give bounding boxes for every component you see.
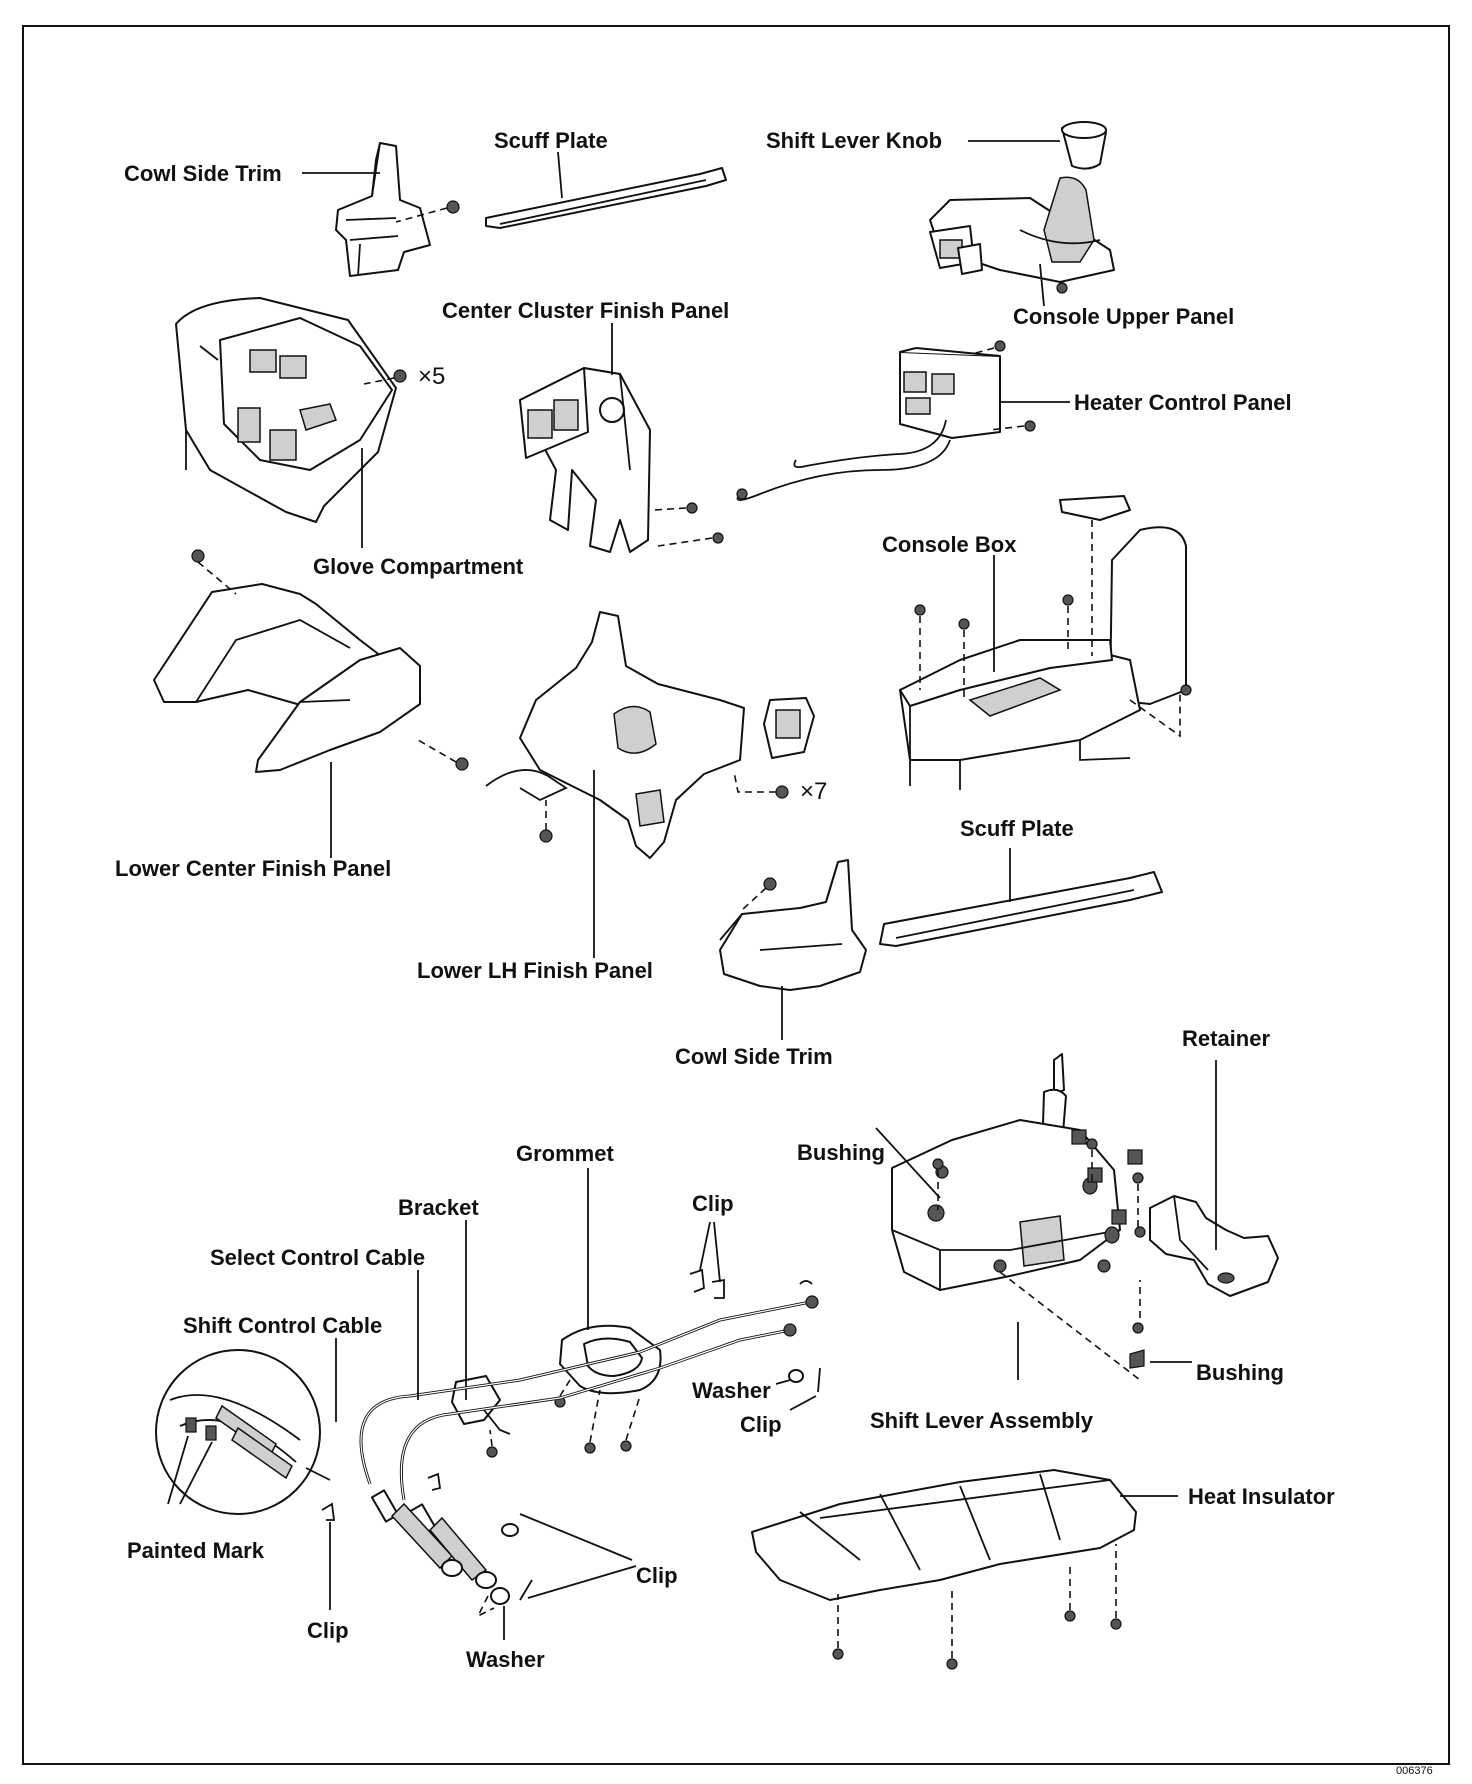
- heater-control-panel-part: [736, 340, 1036, 501]
- label-washer-bottom: Washer: [466, 1647, 545, 1672]
- painted-mark-inset: [155, 1349, 331, 1515]
- cowl-side-trim-bottom-part: [719, 859, 867, 991]
- label-cowl-side-trim-bottom: Cowl Side Trim: [675, 1044, 833, 1069]
- scuff-plate-top-part: [485, 167, 727, 229]
- label-heat-insulator: Heat Insulator: [1188, 1484, 1335, 1509]
- label-shift-control-cable: Shift Control Cable: [183, 1313, 383, 1338]
- label-shift-lever-assembly: Shift Lever Assembly: [870, 1408, 1093, 1433]
- multiplier-lh-panel-screws: ×7: [800, 778, 828, 805]
- lower-center-finish-panel-part: [153, 549, 469, 773]
- label-retainer: Retainer: [1182, 1026, 1271, 1051]
- label-lower-lh-finish-panel: Lower LH Finish Panel: [417, 958, 653, 983]
- label-console-box: Console Box: [882, 532, 1017, 557]
- label-bracket: Bracket: [398, 1195, 479, 1220]
- clip-washer-bottom-part: [427, 1472, 533, 1618]
- multiplier-glove-screws: ×5: [418, 363, 446, 390]
- label-heater-control-panel: Heater Control Panel: [1074, 390, 1292, 415]
- label-center-cluster-finish-panel: Center Cluster Finish Panel: [442, 298, 730, 323]
- clip-top-part: [689, 1268, 725, 1299]
- clip-lower-left-part: [321, 1502, 336, 1521]
- console-box-part: [899, 495, 1192, 790]
- scuff-plate-bottom-part: [879, 871, 1163, 947]
- retainer-part: [1149, 1195, 1279, 1297]
- label-clip-top: Clip: [692, 1191, 734, 1216]
- label-glove-compartment: Glove Compartment: [313, 554, 524, 579]
- label-scuff-plate-top: Scuff Plate: [494, 128, 608, 153]
- label-grommet: Grommet: [516, 1141, 614, 1166]
- label-bushing-right: Bushing: [1196, 1360, 1284, 1385]
- figure-code: 006376: [1396, 1765, 1433, 1777]
- diagram-frame: [22, 25, 1450, 1765]
- console-upper-panel-part: [929, 176, 1115, 294]
- control-cables-part: [359, 1280, 819, 1589]
- label-lower-center-finish-panel: Lower Center Finish Panel: [115, 856, 392, 881]
- label-console-upper-panel: Console Upper Panel: [1013, 304, 1235, 329]
- center-cluster-finish-panel-part: [519, 367, 724, 553]
- cowl-side-trim-top-part: [335, 142, 460, 277]
- label-painted-mark: Painted Mark: [127, 1538, 264, 1563]
- label-select-control-cable: Select Control Cable: [210, 1245, 426, 1270]
- shift-lever-knob-part: [1061, 121, 1107, 170]
- lower-lh-finish-panel-part: [485, 611, 815, 859]
- label-clip-right: Clip: [740, 1412, 782, 1437]
- bushing-right-part: [1129, 1322, 1145, 1369]
- label-clip-lower-left: Clip: [307, 1618, 349, 1643]
- glove-compartment-part: [175, 297, 407, 523]
- label-shift-lever-knob: Shift Lever Knob: [766, 128, 943, 153]
- grommet-part: [554, 1324, 662, 1454]
- label-washer-right: Washer: [692, 1378, 771, 1403]
- heat-insulator-part: [751, 1469, 1137, 1670]
- label-bushing-top: Bushing: [797, 1140, 885, 1165]
- label-scuff-plate-bottom: Scuff Plate: [960, 816, 1074, 841]
- shift-lever-assembly-part: [891, 1053, 1146, 1381]
- label-cowl-side-trim-top: Cowl Side Trim: [124, 161, 282, 186]
- washer-clip-right-part: [788, 1367, 821, 1393]
- label-clip-lower-mid: Clip: [636, 1563, 678, 1588]
